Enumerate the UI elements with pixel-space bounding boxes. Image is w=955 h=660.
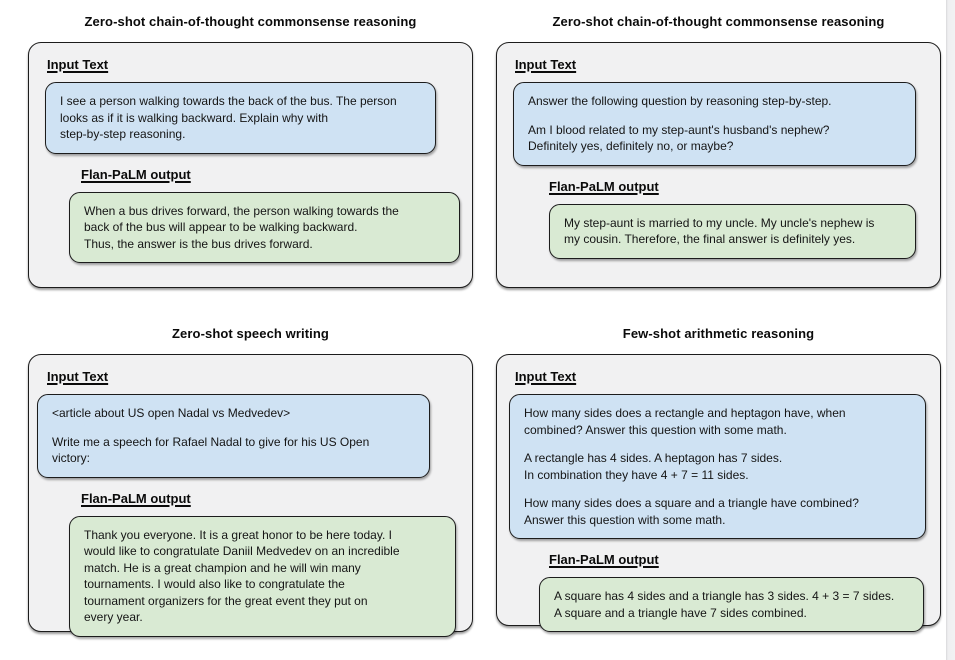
input-text-box: How many sides does a rectangle and hept… — [509, 394, 926, 539]
input-text-label: Input Text — [47, 57, 109, 72]
input-text-box: <article about US open Nadal vs Medvedev… — [37, 394, 430, 478]
flan-palm-output-box: Thank you everyone. It is a great honor … — [69, 515, 456, 637]
panel-group-arithmetic: Few-shot arithmetic reasoning Input Text… — [496, 326, 941, 632]
flan-palm-output-box: A square has 4 sides and a triangle has … — [539, 577, 924, 632]
panel-group-zeroshot-cot-2: Zero-shot chain-of-thought commonsense r… — [496, 14, 941, 288]
input-text-label: Input Text — [515, 369, 577, 384]
panel-title: Zero-shot chain-of-thought commonsense r… — [84, 14, 417, 29]
panel-group-zeroshot-cot-1: Zero-shot chain-of-thought commonsense r… — [28, 14, 473, 288]
flan-palm-output-box: When a bus drives forward, the person wa… — [69, 191, 460, 263]
flan-palm-output-box: My step-aunt is married to my uncle. My … — [549, 203, 916, 259]
page-edge-strip — [946, 0, 955, 660]
example-panel: Input Text I see a person walking toward… — [28, 42, 473, 288]
flan-palm-output-label: Flan-PaLM output — [549, 178, 659, 194]
flan-palm-output-label: Flan-PaLM output — [81, 166, 191, 182]
flan-palm-output-label: Flan-PaLM output — [81, 490, 191, 506]
example-panel: Input Text Answer the following question… — [496, 42, 941, 288]
panel-title: Few-shot arithmetic reasoning — [622, 326, 815, 341]
example-panel: Input Text How many sides does a rectang… — [496, 354, 941, 632]
example-panel: Input Text <article about US open Nadal … — [28, 354, 473, 637]
panel-title: Zero-shot chain-of-thought commonsense r… — [552, 14, 885, 29]
panel-group-speech-writing: Zero-shot speech writing Input Text <art… — [28, 326, 473, 637]
panel-title: Zero-shot speech writing — [172, 326, 329, 341]
flan-palm-output-label: Flan-PaLM output — [549, 552, 659, 567]
input-text-label: Input Text — [47, 369, 109, 384]
input-text-box: I see a person walking towards the back … — [45, 82, 436, 154]
input-text-label: Input Text — [515, 57, 577, 72]
input-text-box: Answer the following question by reasoni… — [513, 82, 916, 166]
